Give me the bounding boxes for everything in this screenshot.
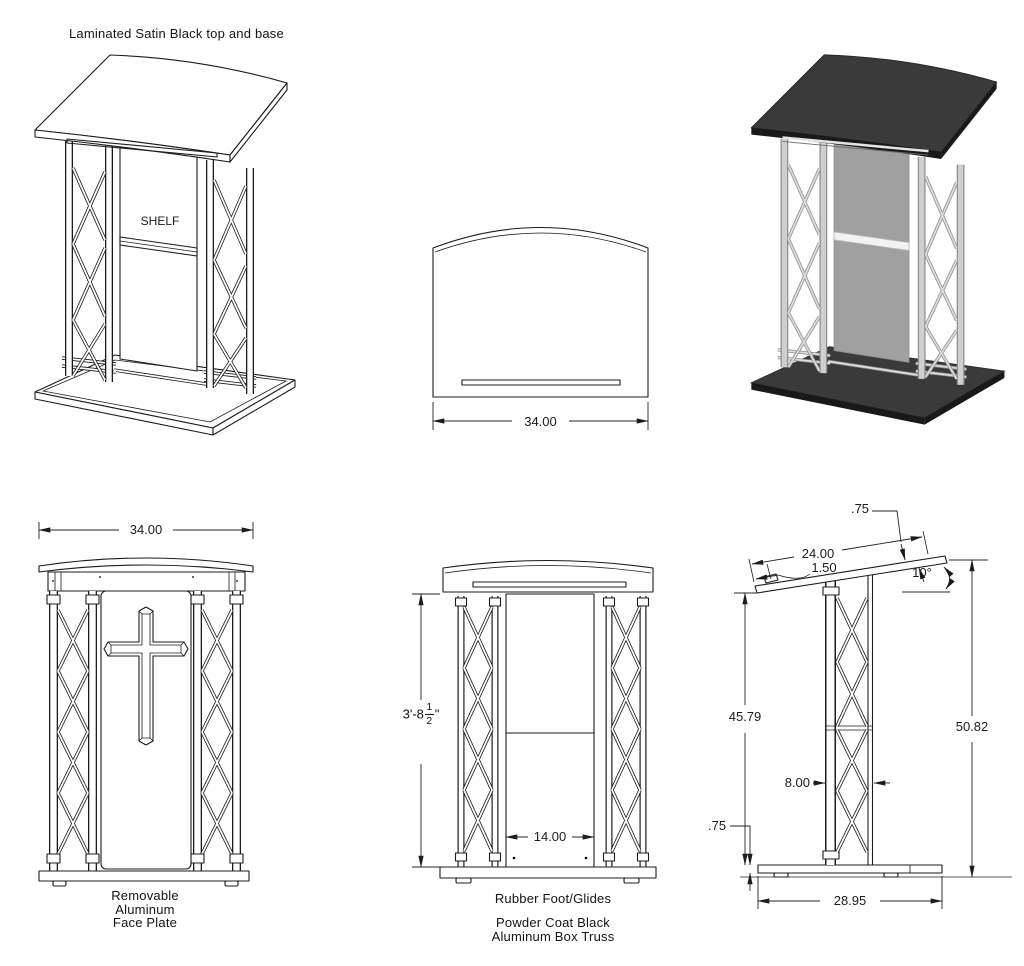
front-view: 34.00 — [38, 522, 254, 887]
rendered-isometric-view — [749, 54, 1006, 425]
foot — [773, 872, 789, 878]
center-panel — [119, 143, 198, 372]
pencil-ledge — [461, 379, 621, 386]
bottom-frame-bars — [61, 356, 257, 388]
base — [757, 864, 943, 878]
base — [38, 870, 250, 887]
foot — [883, 872, 899, 878]
dimension-overall-height: 50.82 — [949, 559, 989, 878]
side-view: .75 24.00 1.50 10° 45.79 — [708, 501, 1012, 909]
pencil-ledge — [782, 136, 929, 153]
base — [439, 866, 657, 884]
foot — [623, 877, 640, 884]
dimension-top-depth: 24.00 — [748, 530, 929, 583]
dimension-14: 14.00 — [505, 829, 595, 844]
rear-view: 14.00 — [412, 559, 657, 884]
center-panel — [833, 140, 910, 363]
truss-columns — [454, 596, 650, 867]
dimension-base-thickness: .75 — [708, 818, 753, 891]
foot — [455, 877, 472, 884]
angle-label: 10° — [912, 565, 932, 580]
base-thickness-label: .75 — [708, 818, 726, 833]
top-plate — [34, 54, 288, 163]
width-dimension-label: 34.00 — [130, 522, 163, 537]
dimension-ledge-inset: 1.50 — [755, 560, 837, 580]
dimension-column-height: 45.79 — [729, 592, 762, 866]
width-dimension-label: 34.00 — [524, 414, 557, 429]
center-panel — [505, 593, 595, 868]
top-frame — [47, 571, 246, 592]
pencil-ledge — [472, 581, 627, 588]
dimension-34: 34.00 — [432, 402, 649, 430]
dimension-angle: 10° — [902, 565, 955, 593]
truss-columns — [780, 138, 965, 385]
foot — [224, 880, 239, 887]
top-plate-edge — [442, 559, 654, 593]
dimension-height — [412, 593, 440, 868]
shelf — [833, 231, 910, 251]
note-feet: Rubber Foot/Glides — [494, 891, 612, 906]
top-plate-edge — [38, 557, 254, 592]
note-top-material: Laminated Satin Black top and base — [69, 26, 284, 41]
note-faceplate: Removable Aluminum Face Plate — [111, 888, 179, 930]
isometric-line-view: SHELF — [34, 54, 296, 436]
dimension-truss-depth: 8.00 — [785, 775, 890, 790]
column-height-label: 45.79 — [729, 709, 762, 724]
overall-height-label: 50.82 — [956, 719, 989, 734]
pencil-ledge — [66, 138, 218, 158]
base-depth-label: 28.95 — [834, 893, 867, 908]
note-truss: Powder Coat Black Aluminum Box Truss — [491, 915, 615, 944]
ledge-inset-label: 1.50 — [811, 560, 836, 575]
face-plate-edge — [867, 574, 874, 866]
inner-width-dimension-label: 14.00 — [534, 829, 567, 844]
truss-column — [822, 581, 872, 865]
top-plate — [754, 555, 948, 594]
foot — [52, 880, 67, 887]
top-thickness-label: .75 — [851, 501, 869, 516]
top-plate — [750, 54, 998, 159]
top-plate-outline — [432, 226, 649, 398]
bottom-frame-bars — [777, 348, 967, 379]
top-depth-label: 24.00 — [802, 546, 835, 561]
shelf-label: SHELF — [141, 214, 180, 228]
dimension-34: 34.00 — [38, 522, 254, 539]
truss-columns — [65, 141, 254, 394]
cross — [103, 606, 189, 746]
dimension-top-thickness: .75 — [851, 501, 926, 583]
dimension-base-depth: 28.95 — [757, 876, 943, 909]
top-plate-front-view: 34.00 — [432, 226, 649, 430]
shelf — [119, 236, 198, 257]
truss-depth-label: 8.00 — [785, 775, 810, 790]
